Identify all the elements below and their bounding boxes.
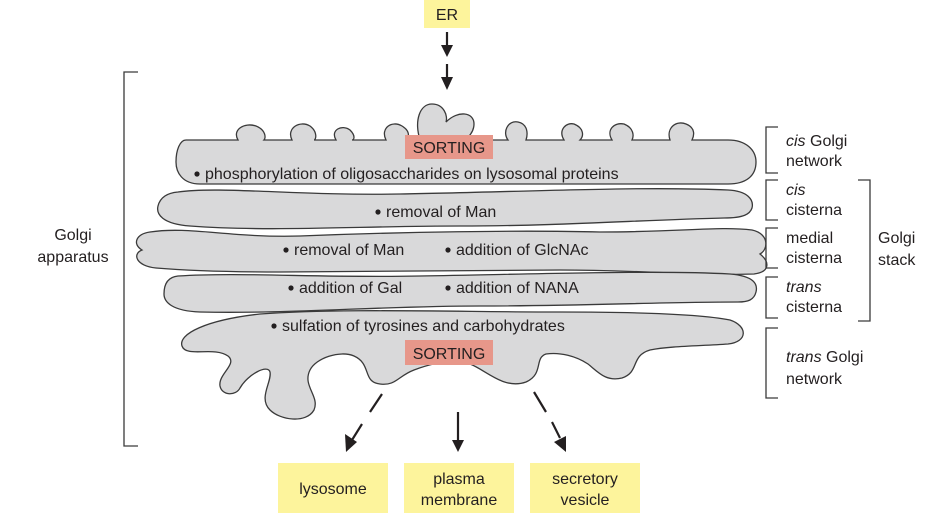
golgi-stack-bracket: [858, 179, 871, 322]
label-trans-network-line2: network: [786, 371, 843, 388]
label-cis-network-line1: cis Golgi: [786, 133, 847, 150]
lysosome-label: lysosome: [299, 481, 367, 498]
arrow-to-lysosome: [345, 393, 383, 452]
bracket-medial-cisterna: [765, 227, 778, 269]
bullet-trans-2: [445, 285, 451, 291]
bracket-cis-network: [765, 126, 778, 174]
plasma-membrane-label-line2: membrane: [421, 492, 498, 509]
sorting-label-cis: SORTING: [413, 140, 486, 157]
er-label: ER: [436, 7, 458, 24]
label-trans-cisterna-line2: cisterna: [786, 299, 842, 316]
golgi-stack-label-line2: stack: [878, 252, 916, 269]
bracket-trans-network: [765, 327, 778, 399]
label-trans-cisterna-line1: trans: [786, 279, 822, 296]
golgi-apparatus-label-line2: apparatus: [37, 249, 108, 266]
plasma-membrane-box: [404, 463, 514, 513]
arrow-to-secretory-vesicle: [533, 391, 566, 452]
sorting-label-trans: SORTING: [413, 346, 486, 363]
er-arrow-1: [441, 32, 453, 57]
lysosome-box: [278, 463, 388, 513]
secretory-vesicle-box: [530, 463, 640, 513]
medial-cisterna-shape: [135, 227, 768, 276]
bullet-medial-1: [283, 247, 289, 253]
sorting-box-cis: [405, 135, 493, 159]
secretory-vesicle-label-line1: secretory: [552, 471, 618, 488]
step-trans-1: addition of Gal: [299, 280, 402, 297]
label-medial-cisterna-line1: medial: [786, 230, 833, 247]
step-trans-2: addition of NANA: [456, 280, 579, 297]
bullet-medial-2: [445, 247, 451, 253]
label-cis-cisterna-line2: cisterna: [786, 202, 842, 219]
label-medial-cisterna-line2: cisterna: [786, 250, 842, 267]
label-cis-network-line2: network: [786, 153, 843, 170]
cis-cisterna-shape: [157, 188, 754, 230]
bracket-cis-cisterna: [765, 179, 778, 221]
bracket-trans-cisterna: [765, 276, 778, 319]
trans-golgi-network-shape: [181, 310, 744, 420]
bullet-trans-1: [288, 285, 294, 291]
bullet-cis-cisterna: [375, 209, 381, 215]
step-cis-network: phosphorylation of oligosaccharides on l…: [205, 166, 619, 183]
er-arrow-2: [441, 64, 453, 90]
secretory-vesicle-label-line2: vesicle: [561, 492, 610, 509]
step-medial-2: addition of GlcNAc: [456, 242, 589, 259]
trans-cisterna-shape: [163, 271, 758, 313]
bullet-cis-network: [194, 171, 200, 177]
er-box: [424, 0, 470, 28]
label-cis-cisterna-line1: cis: [786, 182, 806, 199]
golgi-apparatus-bracket: [123, 71, 138, 447]
step-trans-network: sulfation of tyrosines and carbohydrates: [282, 318, 565, 335]
bullet-trans-network: [271, 323, 277, 329]
arrow-to-plasma-membrane: [452, 412, 464, 452]
step-medial-1: removal of Man: [294, 242, 404, 259]
golgi-stack-label-line1: Golgi: [878, 230, 915, 247]
sorting-box-trans: [405, 340, 493, 365]
golgi-apparatus-label-line1: Golgi: [54, 227, 91, 244]
label-trans-network-line1: trans Golgi: [786, 349, 863, 366]
step-cis-cisterna: removal of Man: [386, 204, 496, 221]
plasma-membrane-label-line1: plasma: [433, 471, 485, 488]
